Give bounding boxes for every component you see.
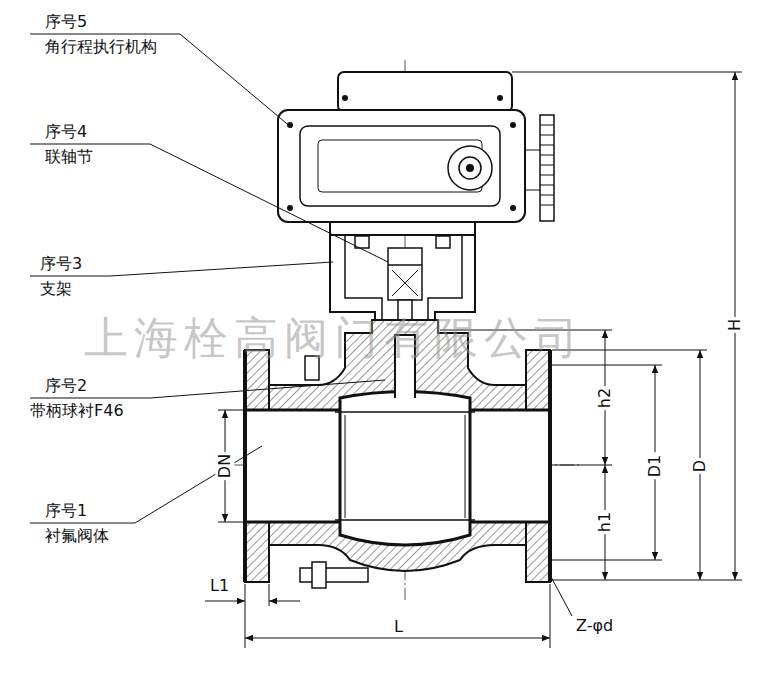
flange-bolts [300, 356, 368, 588]
dimension-label: H [725, 317, 744, 333]
ball [335, 335, 475, 545]
dimension-label: D1 [645, 453, 664, 480]
dimension-label: DN [215, 452, 234, 480]
callout-number: 序号3 [40, 254, 82, 273]
part-name: 衬氟阀体 [45, 526, 109, 545]
dimension-label: h2 [595, 386, 614, 410]
screws [287, 95, 516, 211]
callout-number: 序号4 [45, 122, 87, 141]
actuator [278, 72, 554, 222]
part-name: 角行程执行机构 [45, 37, 157, 56]
dimension-label: h1 [595, 510, 614, 534]
callout-number: 序号2 [45, 376, 87, 395]
dimension-label: Z-φd [576, 616, 613, 635]
dimension-label: L1 [210, 576, 229, 595]
callout-number: 序号5 [45, 12, 87, 31]
part-name: 联轴节 [45, 147, 93, 166]
part-name: 带柄球衬F46 [30, 401, 124, 420]
watermark: 上海栓高阀门有限公司 [84, 312, 584, 365]
handwheel-fins [525, 125, 554, 205]
bracket-bolts [355, 236, 450, 248]
dimension-label: L [392, 617, 405, 636]
callout-number: 序号1 [45, 501, 87, 520]
dimension-label: D [690, 458, 709, 474]
part-name: 支架 [40, 279, 72, 298]
